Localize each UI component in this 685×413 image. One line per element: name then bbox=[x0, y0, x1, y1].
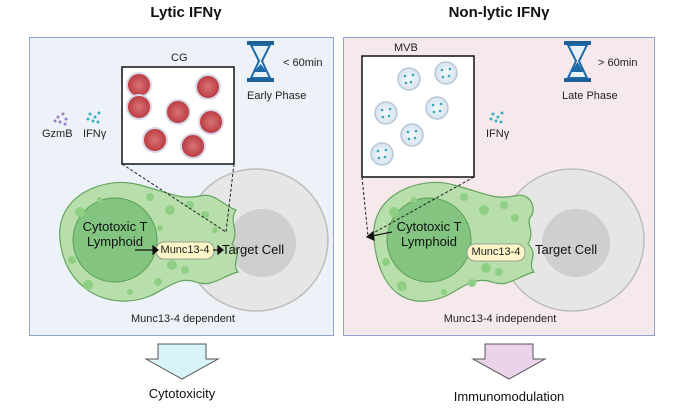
lytic-tcell-label-line1: Cytotoxic T bbox=[82, 219, 148, 234]
nonlytic-munc-label: Munc13-4 bbox=[471, 246, 521, 258]
nonlytic-dependency-label: Munc13-4 independent bbox=[443, 313, 557, 325]
immunomodulation-arrow bbox=[471, 343, 547, 380]
nonlytic-t-cell bbox=[373, 181, 536, 302]
lytic-dependency-label: Munc13-4 dependent bbox=[131, 313, 235, 325]
gzmb-legend-icon bbox=[53, 112, 68, 126]
hourglass-icon bbox=[564, 41, 591, 82]
cg-label: CG bbox=[171, 52, 188, 64]
immunomodulation-label: Immunomodulation bbox=[453, 389, 565, 404]
nonlytic-release-arrow bbox=[365, 230, 393, 241]
cg-granules bbox=[126, 72, 224, 159]
mvb-vesicles bbox=[370, 61, 458, 166]
nonlytic-target-cell bbox=[499, 168, 645, 312]
lytic-title: Lytic IFNγ bbox=[150, 4, 222, 21]
mvb-label: MVB bbox=[394, 42, 418, 54]
ifng-legend-label: IFNγ bbox=[83, 128, 107, 140]
cytotoxicity-label: Cytotoxicity bbox=[148, 386, 216, 401]
lytic-phase-label: Early Phase bbox=[247, 90, 307, 102]
nonlytic-target-label: Target Cell bbox=[535, 242, 598, 257]
nonlytic-t-cell-granules bbox=[382, 193, 519, 295]
lytic-t-cell-granules bbox=[68, 193, 218, 295]
nonlytic-tcell-label-line2: Lymphoid bbox=[401, 234, 457, 249]
mvb-contents bbox=[376, 67, 452, 160]
nonlytic-phase-label: Late Phase bbox=[562, 90, 618, 102]
nonlytic-munc-badge bbox=[466, 243, 526, 262]
lytic-arrow-munc bbox=[135, 244, 224, 256]
lytic-t-cell bbox=[59, 181, 240, 302]
lytic-tcell-label-line2: Lymphoid bbox=[87, 234, 143, 249]
lytic-target-label: Target Cell bbox=[222, 242, 285, 257]
lytic-tcell-label: Cytotoxic T Lymphoid bbox=[77, 219, 153, 249]
lytic-zoom-lines bbox=[121, 163, 235, 233]
nonlytic-tcell-label: Cytotoxic T Lymphoid bbox=[391, 219, 467, 249]
gzmb-legend-label: GzmB bbox=[42, 128, 73, 140]
cytotoxicity-arrow bbox=[144, 343, 220, 380]
ifng-legend-icon bbox=[489, 111, 504, 124]
nonlytic-tcell-label-line1: Cytotoxic T bbox=[396, 219, 462, 234]
nonlytic-zoom-lines bbox=[361, 176, 475, 237]
ifng-legend-icon bbox=[86, 111, 101, 124]
nonlytic-title: Non-lytic IFNγ bbox=[448, 4, 550, 21]
lytic-munc-label: Munc13-4 bbox=[160, 244, 210, 256]
nonlytic-time-label: > 60min bbox=[598, 57, 638, 69]
nonlytic-ifng-legend-label: IFNγ bbox=[486, 128, 510, 140]
lytic-time-label: < 60min bbox=[283, 57, 323, 69]
hourglass-icon bbox=[247, 41, 274, 82]
